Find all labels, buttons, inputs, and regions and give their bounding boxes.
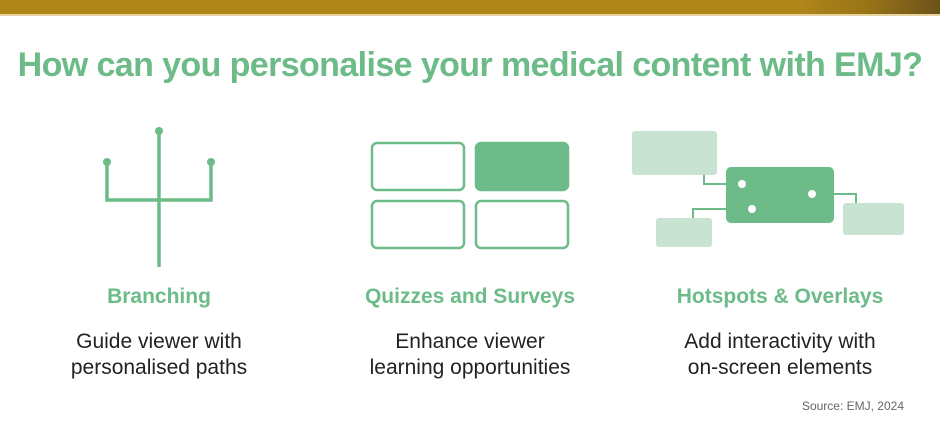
quiz-grid-icon: [370, 141, 570, 250]
source-note: Source: EMJ, 2024: [801, 399, 904, 413]
desc-line: Enhance viewer: [395, 330, 545, 353]
page-title: How can you personalise your medical con…: [17, 46, 923, 84]
feature-heading-branching: Branching: [107, 285, 211, 308]
feature-desc-hotspots: Add interactivity with on-screen element…: [640, 329, 920, 381]
desc-line: personalised paths: [70, 356, 248, 379]
hotspots-icon: [632, 131, 904, 247]
feature-heading-hotspots: Hotspots & Overlays: [676, 285, 884, 308]
feature-desc-branching: Guide viewer with personalised paths: [19, 329, 299, 381]
branching-icon: [103, 127, 215, 267]
feature-heading-quizzes: Quizzes and Surveys: [364, 285, 576, 308]
desc-line: on-screen elements: [687, 356, 873, 379]
top-bar: [0, 0, 940, 16]
feature-desc-quizzes: Enhance viewer learning opportunities: [330, 329, 610, 381]
desc-line: Guide viewer with: [76, 330, 242, 353]
desc-line: Add interactivity with: [684, 330, 876, 353]
desc-line: learning opportunities: [369, 356, 571, 379]
